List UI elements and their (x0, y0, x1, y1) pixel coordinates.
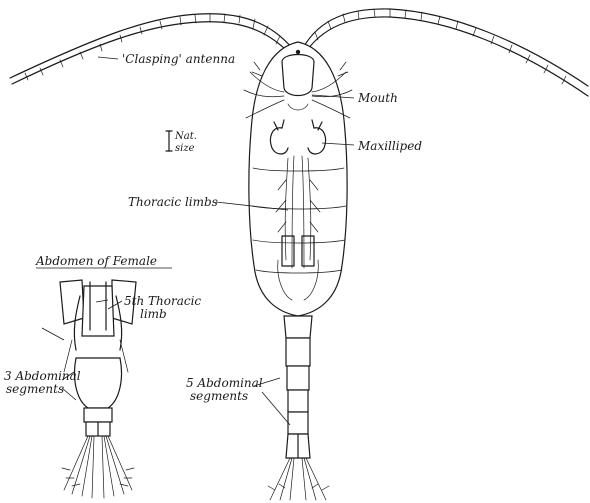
abdomen-of-female-title: Abdomen of Female (35, 254, 157, 268)
clasping-antenna-label: 'Clasping' antenna (122, 52, 235, 66)
three-abdominal-segments-label-line1: 3 Abdominal (4, 369, 81, 383)
right-antenna (303, 9, 588, 96)
thoracic-limbs-label: Thoracic limbs (128, 195, 218, 209)
main-abdomen (284, 316, 312, 458)
mouth-label: Mouth (357, 91, 398, 105)
nat-size-label-line2: size (175, 143, 195, 154)
left-clasping-antenna (10, 14, 292, 84)
five-abdominal-segments-label-line2: segments (190, 389, 248, 403)
three-abdominal-segments-label-line2: segments (6, 382, 64, 396)
natural-size-scale-bar (166, 131, 172, 151)
nat-size-label-line1: Nat. (174, 131, 197, 142)
female-caudal-setae (62, 436, 134, 498)
fifth-thoracic-limb-label-line1: 5th Thoracic (124, 294, 201, 308)
fifth-thoracic-limb-label-line2: limb (140, 307, 167, 321)
main-caudal-setae (268, 458, 329, 500)
eye-spot (296, 50, 300, 54)
five-abdominal-segments-label-line1: 5 Abdominal (186, 376, 263, 390)
maxilliped-label: Maxilliped (357, 139, 422, 153)
